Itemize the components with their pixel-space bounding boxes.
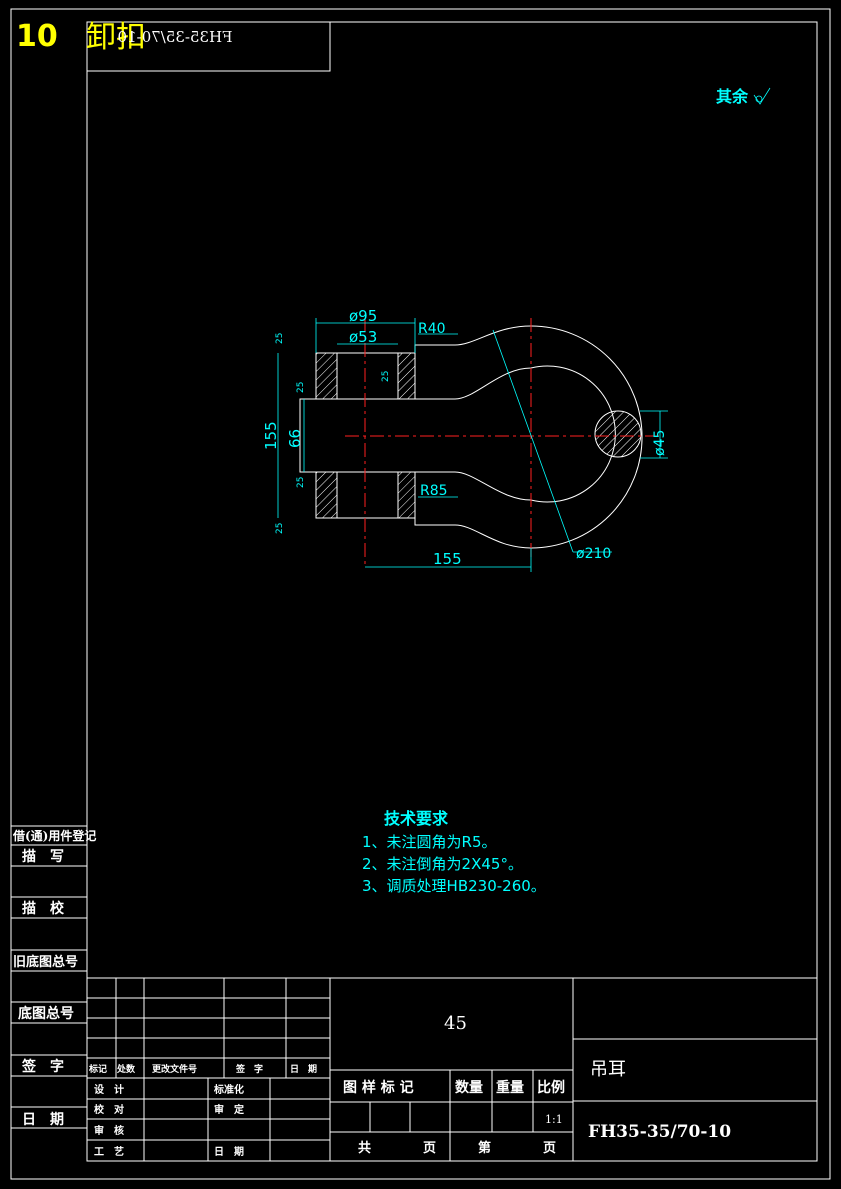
tech-req-title: 技术要求 <box>384 809 449 828</box>
dim-h155: 155 <box>262 421 280 450</box>
roughness-mark-2: 25 <box>296 382 306 393</box>
sign-row-label: 校 对 <box>94 1103 124 1116</box>
scale-header: 比例 <box>537 1079 565 1096</box>
roughness-mark-1: 25 <box>275 333 285 344</box>
qty-header: 数量 <box>455 1079 483 1096</box>
scale-value: 1:1 <box>545 1113 563 1126</box>
dim-d95: ø95 <box>349 307 377 325</box>
left-strip-label: 日 期 <box>22 1112 64 1128</box>
roughness-mark-3: 25 <box>296 477 306 488</box>
tech-req-item: 1、未注圆角为R5。 <box>362 833 497 851</box>
dim-d45: ø45 <box>652 430 668 456</box>
left-strip-label: 底图总号 <box>18 1005 74 1022</box>
section-hatch-lower-right <box>397 471 416 519</box>
rev-header: 签 字 <box>235 1063 263 1075</box>
pin-hole-section <box>594 410 642 458</box>
tech-req-item: 2、未注倒角为2X45°。 <box>362 855 523 873</box>
left-strip-label: 描 校 <box>22 900 65 917</box>
dim-r40: R40 <box>418 321 446 337</box>
left-strip-label: 描 写 <box>22 848 64 865</box>
dim-w155: 155 <box>433 550 462 568</box>
left-strip-label: 旧底图总号 <box>13 954 78 970</box>
outer-frame <box>10 8 831 1180</box>
roughness-symbol-icon <box>753 87 771 105</box>
title-block: 标记 处数 更改文件号 签 字 日 期 设 计 校 对 审 核 工 艺 标准化 … <box>87 977 817 1161</box>
left-strip-label: 借(通)用件登记 <box>12 828 96 843</box>
weight-header: 重量 <box>496 1079 524 1096</box>
surface-finish-note: 其余 <box>716 87 749 106</box>
sheet-name: 卸扣 <box>86 20 146 55</box>
rev-header: 日 期 <box>290 1063 317 1075</box>
dim-r85: R85 <box>420 483 448 499</box>
rev-header: 更改文件号 <box>152 1063 197 1075</box>
sign-right-label: 日 期 <box>214 1145 244 1158</box>
section-hatch-upper-right <box>397 352 416 400</box>
dim-h66: 66 <box>286 429 304 448</box>
material: 45 <box>444 1013 467 1034</box>
tech-requirements: 技术要求 1、未注圆角为R5。 2、未注倒角为2X45°。 3、调质处理HB23… <box>362 809 546 895</box>
dim-d53: ø53 <box>349 328 377 346</box>
sheet-number: 10 <box>16 19 58 54</box>
dim-d210: ø210 <box>576 546 611 562</box>
inner-frame <box>86 21 818 1162</box>
sign-row-label: 审 核 <box>94 1124 124 1137</box>
sign-right-label: 标准化 <box>213 1083 244 1096</box>
roughness-mark-4: 25 <box>275 523 285 534</box>
roughness-mark-5: 25 <box>381 371 391 382</box>
code-box <box>86 21 331 72</box>
rev-header: 标记 <box>88 1063 107 1075</box>
rev-header: 处数 <box>116 1063 136 1075</box>
sign-row-label: 工 艺 <box>94 1145 124 1158</box>
sheet-total: 共 页 <box>358 1140 436 1156</box>
stage-mark-header: 图 样 标 记 <box>343 1079 414 1096</box>
section-hatch-upper-left <box>315 352 338 400</box>
tech-req-item: 3、调质处理HB230-260。 <box>362 877 546 895</box>
drawing-number: FH35-35/70-10 <box>588 1122 731 1142</box>
section-hatch-lower-left <box>315 471 338 519</box>
left-strip-label: 签 字 <box>21 1058 64 1075</box>
part-view: ø95 ø53 R40 R85 155 66 ø45 ø210 155 25 2… <box>262 307 668 572</box>
part-name: 吊耳 <box>590 1059 626 1080</box>
left-strip: 借(通)用件登记 描 写 描 校 旧底图总号 底图总号 签 字 日 期 <box>11 825 96 1129</box>
sign-row-label: 设 计 <box>94 1083 124 1096</box>
mirrored-drawing-code: FH35-35/70-10 <box>117 28 232 46</box>
sign-right-label: 审 定 <box>214 1103 244 1116</box>
sheet-index: 第 页 <box>478 1140 556 1156</box>
